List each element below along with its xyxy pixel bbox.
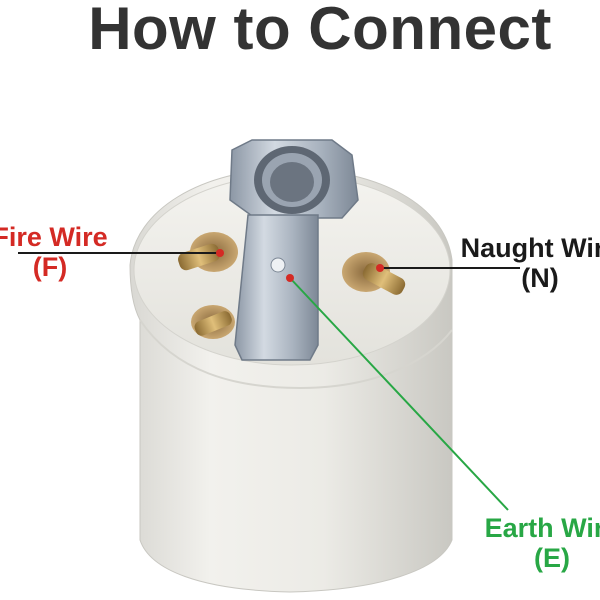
earth-wire-name: Earth Wire <box>484 513 600 543</box>
leader-lines <box>18 249 520 511</box>
naught-point-dot <box>376 264 384 272</box>
earth-wire-code: (E) <box>534 543 570 573</box>
fire-point-dot <box>216 249 224 257</box>
earth-wire-label: Earth Wire (E) <box>467 513 600 573</box>
page-title: How to Connect <box>88 0 552 62</box>
earth-point-dot <box>286 274 294 282</box>
earth-leader-line <box>289 277 509 511</box>
naught-wire-name: Naught Wire <box>460 233 600 263</box>
fire-wire-code: (F) <box>32 252 68 282</box>
naught-wire-label: Naught Wire (N) <box>440 233 600 293</box>
naught-wire-code: (N) <box>521 263 559 293</box>
fire-wire-label: Fire Wire (F) <box>0 222 140 282</box>
fire-wire-name: Fire Wire <box>0 222 108 252</box>
metal-bracket <box>229 139 359 361</box>
